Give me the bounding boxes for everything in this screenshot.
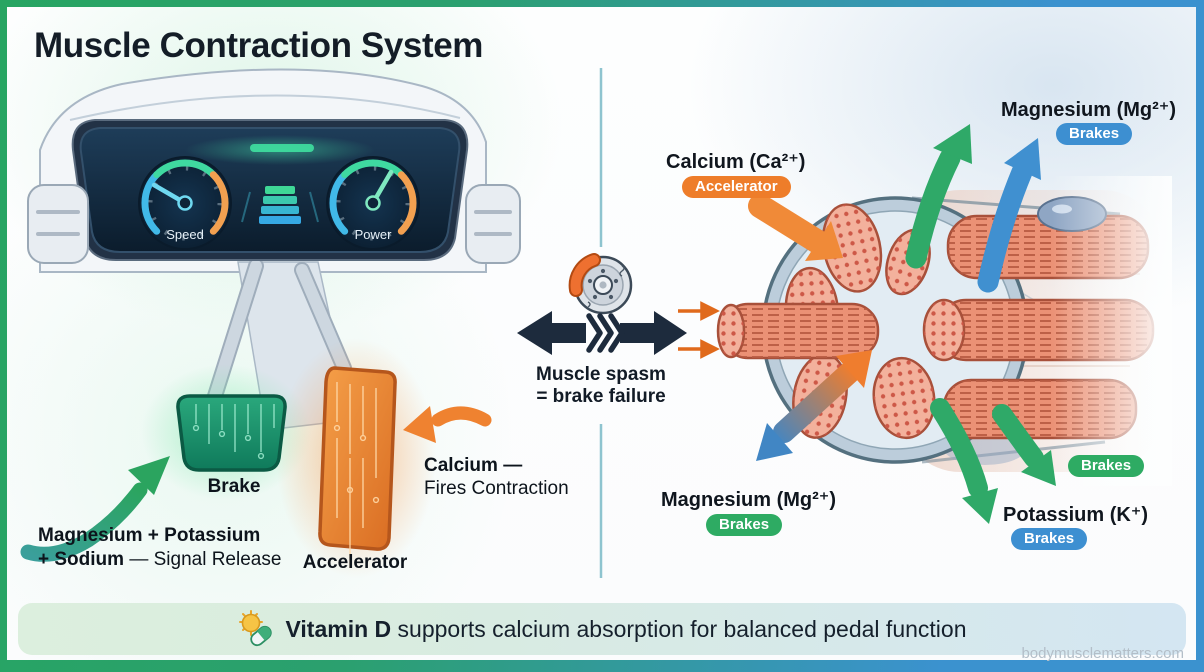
right-air-vent (465, 184, 521, 264)
calcium-badge: Accelerator (682, 176, 791, 198)
brake-pedal (176, 394, 287, 472)
magnesium-bottom-label: Magnesium (Mg²⁺) (661, 489, 836, 511)
speed-gauge (138, 156, 232, 250)
brake-pedal-label: Brake (207, 476, 261, 497)
brake-ions-rest: — Signal Release (124, 549, 282, 570)
brake-disc-icon (568, 253, 633, 315)
page-title: Muscle Contraction System (34, 26, 483, 65)
center-caption: Muscle spasm = brake failure (501, 364, 701, 408)
left-air-vent (27, 184, 89, 264)
potassium-out-arrow (930, 398, 998, 524)
brake-ions-bold-2: + Sodium (38, 549, 125, 570)
power-gauge (326, 156, 420, 250)
calcium-annotation-bold: Calcium — (424, 455, 523, 476)
calcium-annotation: Calcium — Fires Contraction (424, 454, 569, 500)
center-caption-line2: = brake failure (536, 386, 666, 407)
fiber-pointer-arrows (678, 301, 720, 359)
speed-gauge-label: Speed (166, 227, 204, 242)
calcium-annotation-rest: Fires Contraction (424, 478, 569, 499)
accelerator-annotation-arrow (403, 406, 492, 443)
side-brakes-badge: Brakes (1068, 455, 1145, 477)
protruding-fiber-bundle (716, 302, 880, 360)
calcium-magnesium-exchange-arrow (756, 350, 872, 461)
center-caption-line1: Muscle spasm (536, 364, 666, 385)
sun-capsule-icon (239, 610, 273, 647)
footer-banner: Vitamin D supports calcium absorption fo… (18, 603, 1186, 655)
bidirectional-arrow (517, 311, 687, 355)
charge-indicator (241, 186, 319, 224)
magnesium-out-arrow-blue (977, 138, 1041, 293)
magnesium-top-badge: Brakes (1056, 123, 1133, 145)
magnesium-top-label: Magnesium (Mg²⁺) (1001, 99, 1176, 121)
potassium-label: Potassium (K⁺) (1003, 504, 1149, 526)
brakes-out-arrow (992, 404, 1056, 486)
potassium-badge: Brakes (1011, 528, 1088, 550)
accelerator-pedal-label: Accelerator (302, 552, 408, 573)
brake-ions-annotation: Magnesium + Potassium + Sodium — Signal … (38, 524, 281, 572)
magnesium-out-arrow-green (905, 124, 972, 269)
footer-text-rest: supports calcium absorption for balanced… (391, 615, 967, 642)
calcium-label: Calcium (Ca²⁺) (666, 151, 806, 173)
accelerator-pedal (318, 366, 397, 568)
brake-annotation-arrow (20, 456, 170, 562)
footer-text: Vitamin D supports calcium absorption fo… (285, 616, 966, 643)
watermark: bodymusclematters.com (1021, 645, 1184, 662)
brake-ions-bold-1: Magnesium + Potassium (38, 525, 261, 546)
calcium-in-arrow (748, 194, 843, 261)
footer-text-bold: Vitamin D (285, 615, 392, 642)
magnesium-bottom-badge: Brakes (706, 514, 783, 536)
power-gauge-label: Power (354, 227, 392, 242)
